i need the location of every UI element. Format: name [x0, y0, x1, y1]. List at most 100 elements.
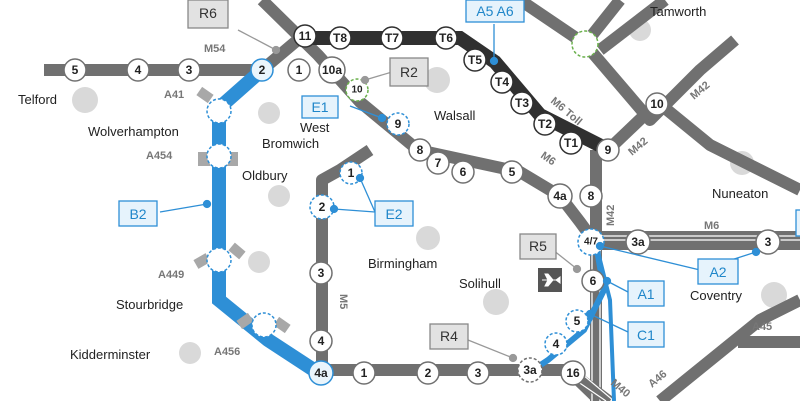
- svg-text:2: 2: [259, 63, 266, 77]
- svg-text:C1: C1: [637, 327, 655, 343]
- svg-text:3: 3: [186, 63, 193, 77]
- junctions: 5 4 3 2 1 10a 10 9 8 7 6 5 4a 8 4/7 3a 3…: [63, 24, 781, 386]
- svg-text:R5: R5: [529, 238, 547, 254]
- junction-m6-7: 7: [426, 151, 450, 175]
- svg-text:3: 3: [765, 235, 772, 249]
- junction-m54-4: 4: [126, 58, 150, 82]
- label-walsall: Walsall: [434, 108, 476, 123]
- svg-text:R6: R6: [199, 5, 217, 21]
- junction-m6-10a: 10a: [318, 56, 346, 84]
- junction-m42-6: 6: [581, 269, 605, 293]
- svg-text:4a: 4a: [553, 189, 567, 203]
- callout-a1[interactable]: A1: [627, 280, 665, 307]
- junction-m5-4a: 4a: [308, 360, 334, 386]
- junction-m42w-3: 3: [466, 361, 490, 385]
- box-r6[interactable]: R6: [187, 0, 229, 29]
- svg-text:4: 4: [135, 63, 142, 77]
- box-r4[interactable]: R4: [429, 323, 469, 350]
- town-labels: Telford Wolverhampton West Bromwich Oldb…: [18, 4, 768, 362]
- svg-text:5: 5: [509, 165, 516, 179]
- svg-text:T3: T3: [515, 96, 529, 110]
- junction-m6-3a: 3a: [625, 229, 651, 255]
- junction-m6-5: 5: [500, 160, 524, 184]
- svg-text:10: 10: [650, 97, 664, 111]
- junction-m6-8: 8: [408, 138, 432, 162]
- m42-north-road: [516, 0, 739, 126]
- offscreen-callout-edge: [795, 209, 800, 237]
- label-west-bromwich-2: Bromwich: [262, 136, 319, 151]
- junction-m42-9: 9: [596, 138, 620, 162]
- junction-m42-3a: 3a: [517, 357, 543, 383]
- label-west-bromwich-1: West: [300, 120, 330, 135]
- svg-text:9: 9: [605, 143, 612, 157]
- svg-text:3: 3: [475, 366, 482, 380]
- road-label-a46: A46: [646, 368, 669, 390]
- svg-text:A2: A2: [709, 264, 726, 280]
- town-dot-wolverhampton: [258, 102, 280, 124]
- town-dot-stourbridge: [248, 251, 270, 273]
- town-dot-birmingham: [416, 226, 440, 250]
- svg-text:6: 6: [460, 165, 467, 179]
- road-label-m42-vert: M42: [605, 205, 617, 226]
- road-label-a41: A41: [164, 89, 184, 101]
- junction-m42w-2: 2: [416, 361, 440, 385]
- svg-text:10a: 10a: [322, 63, 342, 77]
- svg-text:5: 5: [574, 314, 581, 328]
- label-oldbury: Oldbury: [242, 168, 288, 183]
- callout-c1[interactable]: C1: [627, 321, 665, 348]
- junction-toll-t4: T4: [490, 70, 514, 94]
- a46-road: [656, 294, 800, 401]
- junction-m6-9: 9: [386, 112, 410, 136]
- junction-m42-5: 5: [565, 309, 589, 333]
- svg-text:R4: R4: [440, 328, 458, 344]
- svg-text:16: 16: [566, 366, 580, 380]
- junction-m6-3: 3: [755, 229, 781, 255]
- junction-toll-t1: T1: [559, 131, 583, 155]
- airport-icon: [538, 268, 562, 292]
- callout-a2[interactable]: A2: [697, 258, 739, 285]
- svg-text:6: 6: [590, 274, 597, 288]
- svg-text:3a: 3a: [523, 363, 537, 377]
- junction-toll-t8: T8: [328, 26, 352, 50]
- callout-e1[interactable]: E1: [301, 95, 339, 119]
- label-coventry: Coventry: [690, 288, 743, 303]
- junction-m6-10: 10: [345, 78, 369, 102]
- junction-m6-6: 6: [451, 160, 475, 184]
- svg-text:4: 4: [553, 337, 560, 351]
- box-r2[interactable]: R2: [389, 57, 429, 87]
- callout-a5a6[interactable]: A5 A6: [465, 0, 525, 23]
- svg-text:3: 3: [318, 266, 325, 280]
- svg-text:4: 4: [318, 334, 325, 348]
- junction-toll-t2: T2: [533, 112, 557, 136]
- junction-m6-1: 1: [287, 58, 311, 82]
- box-r5[interactable]: R5: [519, 233, 557, 260]
- road-label-m6-mid: M6: [538, 150, 557, 169]
- junction-m6-4a: 4a: [547, 183, 573, 209]
- road-stubs: [193, 86, 291, 334]
- road-label-m6-east: M6: [704, 220, 719, 232]
- svg-text:5: 5: [72, 63, 79, 77]
- svg-text:4/7: 4/7: [584, 237, 598, 248]
- m6-east-up: [651, 95, 800, 196]
- callout-leaders: [159, 24, 761, 333]
- callout-e2[interactable]: E2: [374, 200, 414, 227]
- dashed-junctions: [206, 30, 599, 338]
- label-tamworth: Tamworth: [650, 4, 706, 19]
- svg-text:9: 9: [395, 117, 402, 131]
- junction-m40-16: 16: [560, 360, 586, 386]
- svg-text:2: 2: [425, 366, 432, 380]
- town-dot-telford: [72, 87, 98, 113]
- svg-text:2: 2: [319, 200, 326, 214]
- blue-route-b2: [212, 64, 324, 380]
- label-stourbridge: Stourbridge: [116, 297, 183, 312]
- junction-toll-t7: T7: [380, 26, 404, 50]
- tamworth-road: [596, 0, 669, 55]
- town-dot-solihull: [483, 289, 509, 315]
- svg-text:T1: T1: [564, 136, 578, 150]
- svg-text:A5 A6: A5 A6: [476, 3, 514, 19]
- callout-b2[interactable]: B2: [118, 200, 158, 227]
- svg-text:11: 11: [299, 29, 312, 43]
- road-label-a449: A449: [158, 269, 184, 281]
